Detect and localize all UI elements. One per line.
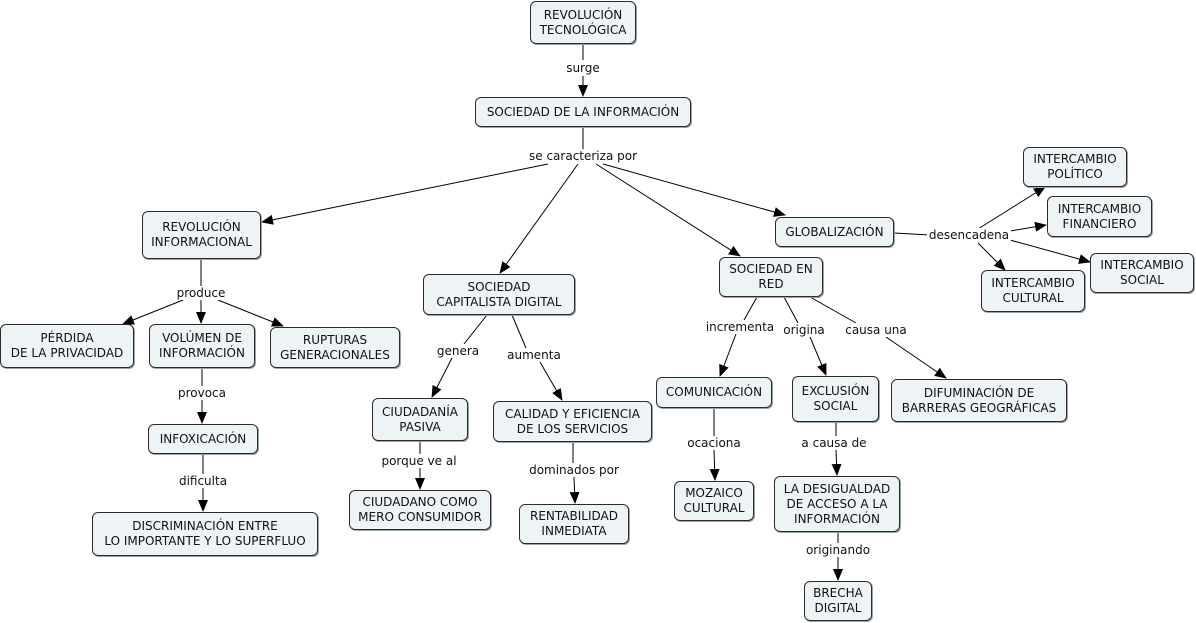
concept-sociedad-capitalista-digital[interactable]: SOCIEDAD CAPITALISTA DIGITAL — [423, 274, 575, 315]
link-ocaciona: ocaciona — [685, 436, 743, 450]
concept-calidad-eficiencia[interactable]: CALIDAD Y EFICIENCIA DE LOS SERVICIOS — [493, 401, 652, 442]
connector-to-sociedad-red — [595, 163, 741, 257]
connector-to-mozaico-cultural — [709, 449, 720, 481]
link-origina: origina — [781, 323, 827, 337]
link-incrementa: incrementa — [703, 320, 777, 334]
connector-to-rupturas-generacionales — [217, 299, 284, 327]
concept-rupturas-generacionales[interactable]: RUPTURAS GENERACIONALES — [270, 327, 400, 368]
concept-sociedad-en-red[interactable]: SOCIEDAD EN RED — [719, 257, 823, 297]
connector-to-desigualdad — [831, 449, 842, 476]
connector-to-perdida-privacidad — [122, 299, 184, 325]
connector-to-intercambio-politico — [977, 186, 1046, 230]
concept-brecha-digital[interactable]: BRECHA DIGITAL — [804, 581, 872, 621]
connector-to-revolucion-informacional — [261, 163, 549, 225]
concept-intercambio-financiero[interactable]: INTERCAMBIO FINANCIERO — [1047, 196, 1152, 237]
concept-intercambio-politico[interactable]: INTERCAMBIO POLÍTICO — [1023, 147, 1127, 187]
connector-to-difuminacion — [885, 336, 947, 379]
link-provoca: provoca — [175, 386, 229, 400]
link-desencadena: desencadena — [926, 228, 1012, 242]
connector-to-ciudadania-pasiva — [431, 357, 453, 398]
link-originando: originando — [803, 543, 873, 557]
connector-to-sociedad-capitalista — [499, 163, 579, 274]
concept-discriminacion[interactable]: DISCRIMINACIÓN ENTRE LO IMPORTANTE Y LO … — [92, 512, 318, 556]
concept-intercambio-social[interactable]: INTERCAMBIO SOCIAL — [1090, 253, 1194, 293]
link-causa-una: causa una — [843, 323, 909, 337]
connector-to-exclusion-social — [809, 336, 827, 376]
concept-desigualdad[interactable]: LA DESIGUALDAD DE ACCESO A LA INFORMACIÓ… — [774, 476, 900, 532]
connector-aumenta-in — [511, 314, 527, 349]
link-aumenta: aumenta — [505, 348, 563, 362]
concept-perdida-privacidad[interactable]: PÉRDIDA DE LA PRIVACIDAD — [0, 324, 134, 368]
link-dominados-por: dominados por — [527, 463, 621, 477]
connector-to-calidad-eficiencia — [539, 361, 563, 401]
concept-infoxicacion[interactable]: INFOXICACIÓN — [148, 424, 258, 454]
concept-revolucion-informacional[interactable]: REVOLUCIÓN INFORMACIONAL — [142, 211, 261, 259]
concept-sociedad-informacion[interactable]: SOCIEDAD DE LA INFORMACIÓN — [475, 97, 691, 127]
connector-genera-in — [463, 314, 488, 345]
connector-to-intercambio-financiero — [1009, 221, 1047, 232]
concept-globalizacion[interactable]: GLOBALIZACIÓN — [775, 217, 894, 247]
link-se-caracteriza-por: se caracteriza por — [527, 149, 639, 163]
connector-incrementa-in — [743, 296, 758, 321]
concept-rentabilidad[interactable]: RENTABILIDAD INMEDIATA — [519, 504, 629, 544]
link-surge: surge — [564, 61, 602, 75]
concept-comunicacion[interactable]: COMUNICACIÓN — [656, 377, 772, 408]
connector-to-rentabilidad — [569, 476, 580, 504]
connector-causa-in — [809, 296, 857, 324]
concept-exclusion-social[interactable]: EXCLUSIÓN SOCIAL — [792, 376, 879, 422]
link-produce: produce — [174, 286, 228, 300]
link-dificulta: dificulta — [176, 474, 230, 488]
concept-volumen-informacion[interactable]: VOLÚMEN DE INFORMACIÓN — [149, 324, 255, 368]
link-a-causa-de: a causa de — [799, 436, 869, 450]
connector-desencadena-in — [893, 232, 931, 236]
concept-ciudadania-pasiva[interactable]: CIUDADANÍA PASIVA — [372, 398, 468, 441]
connector-to-globalizacion — [602, 163, 786, 217]
concept-difuminacion[interactable]: DIFUMINACIÓN DE BARRERAS GEOGRÁFICAS — [891, 379, 1067, 422]
connector-origina-in — [783, 296, 799, 324]
connector-to-intercambio-social — [1009, 239, 1091, 264]
connector-to-intercambio-cultural — [977, 242, 1006, 271]
link-genera: genera — [434, 344, 482, 358]
connector-to-comunicacion — [719, 333, 737, 377]
concept-intercambio-cultural[interactable]: INTERCAMBIO CULTURAL — [981, 270, 1085, 312]
concept-ciudadano-consumidor[interactable]: CIUDADANO COMO MERO CONSUMIDOR — [349, 490, 491, 530]
concept-revolucion-tecnologica[interactable]: REVOLUCIÓN TECNOLÓGICA — [530, 1, 636, 44]
concept-mozaico-cultural[interactable]: MOZAICO CULTURAL — [674, 481, 754, 521]
link-porque-ve-al: porque ve al — [379, 454, 459, 468]
